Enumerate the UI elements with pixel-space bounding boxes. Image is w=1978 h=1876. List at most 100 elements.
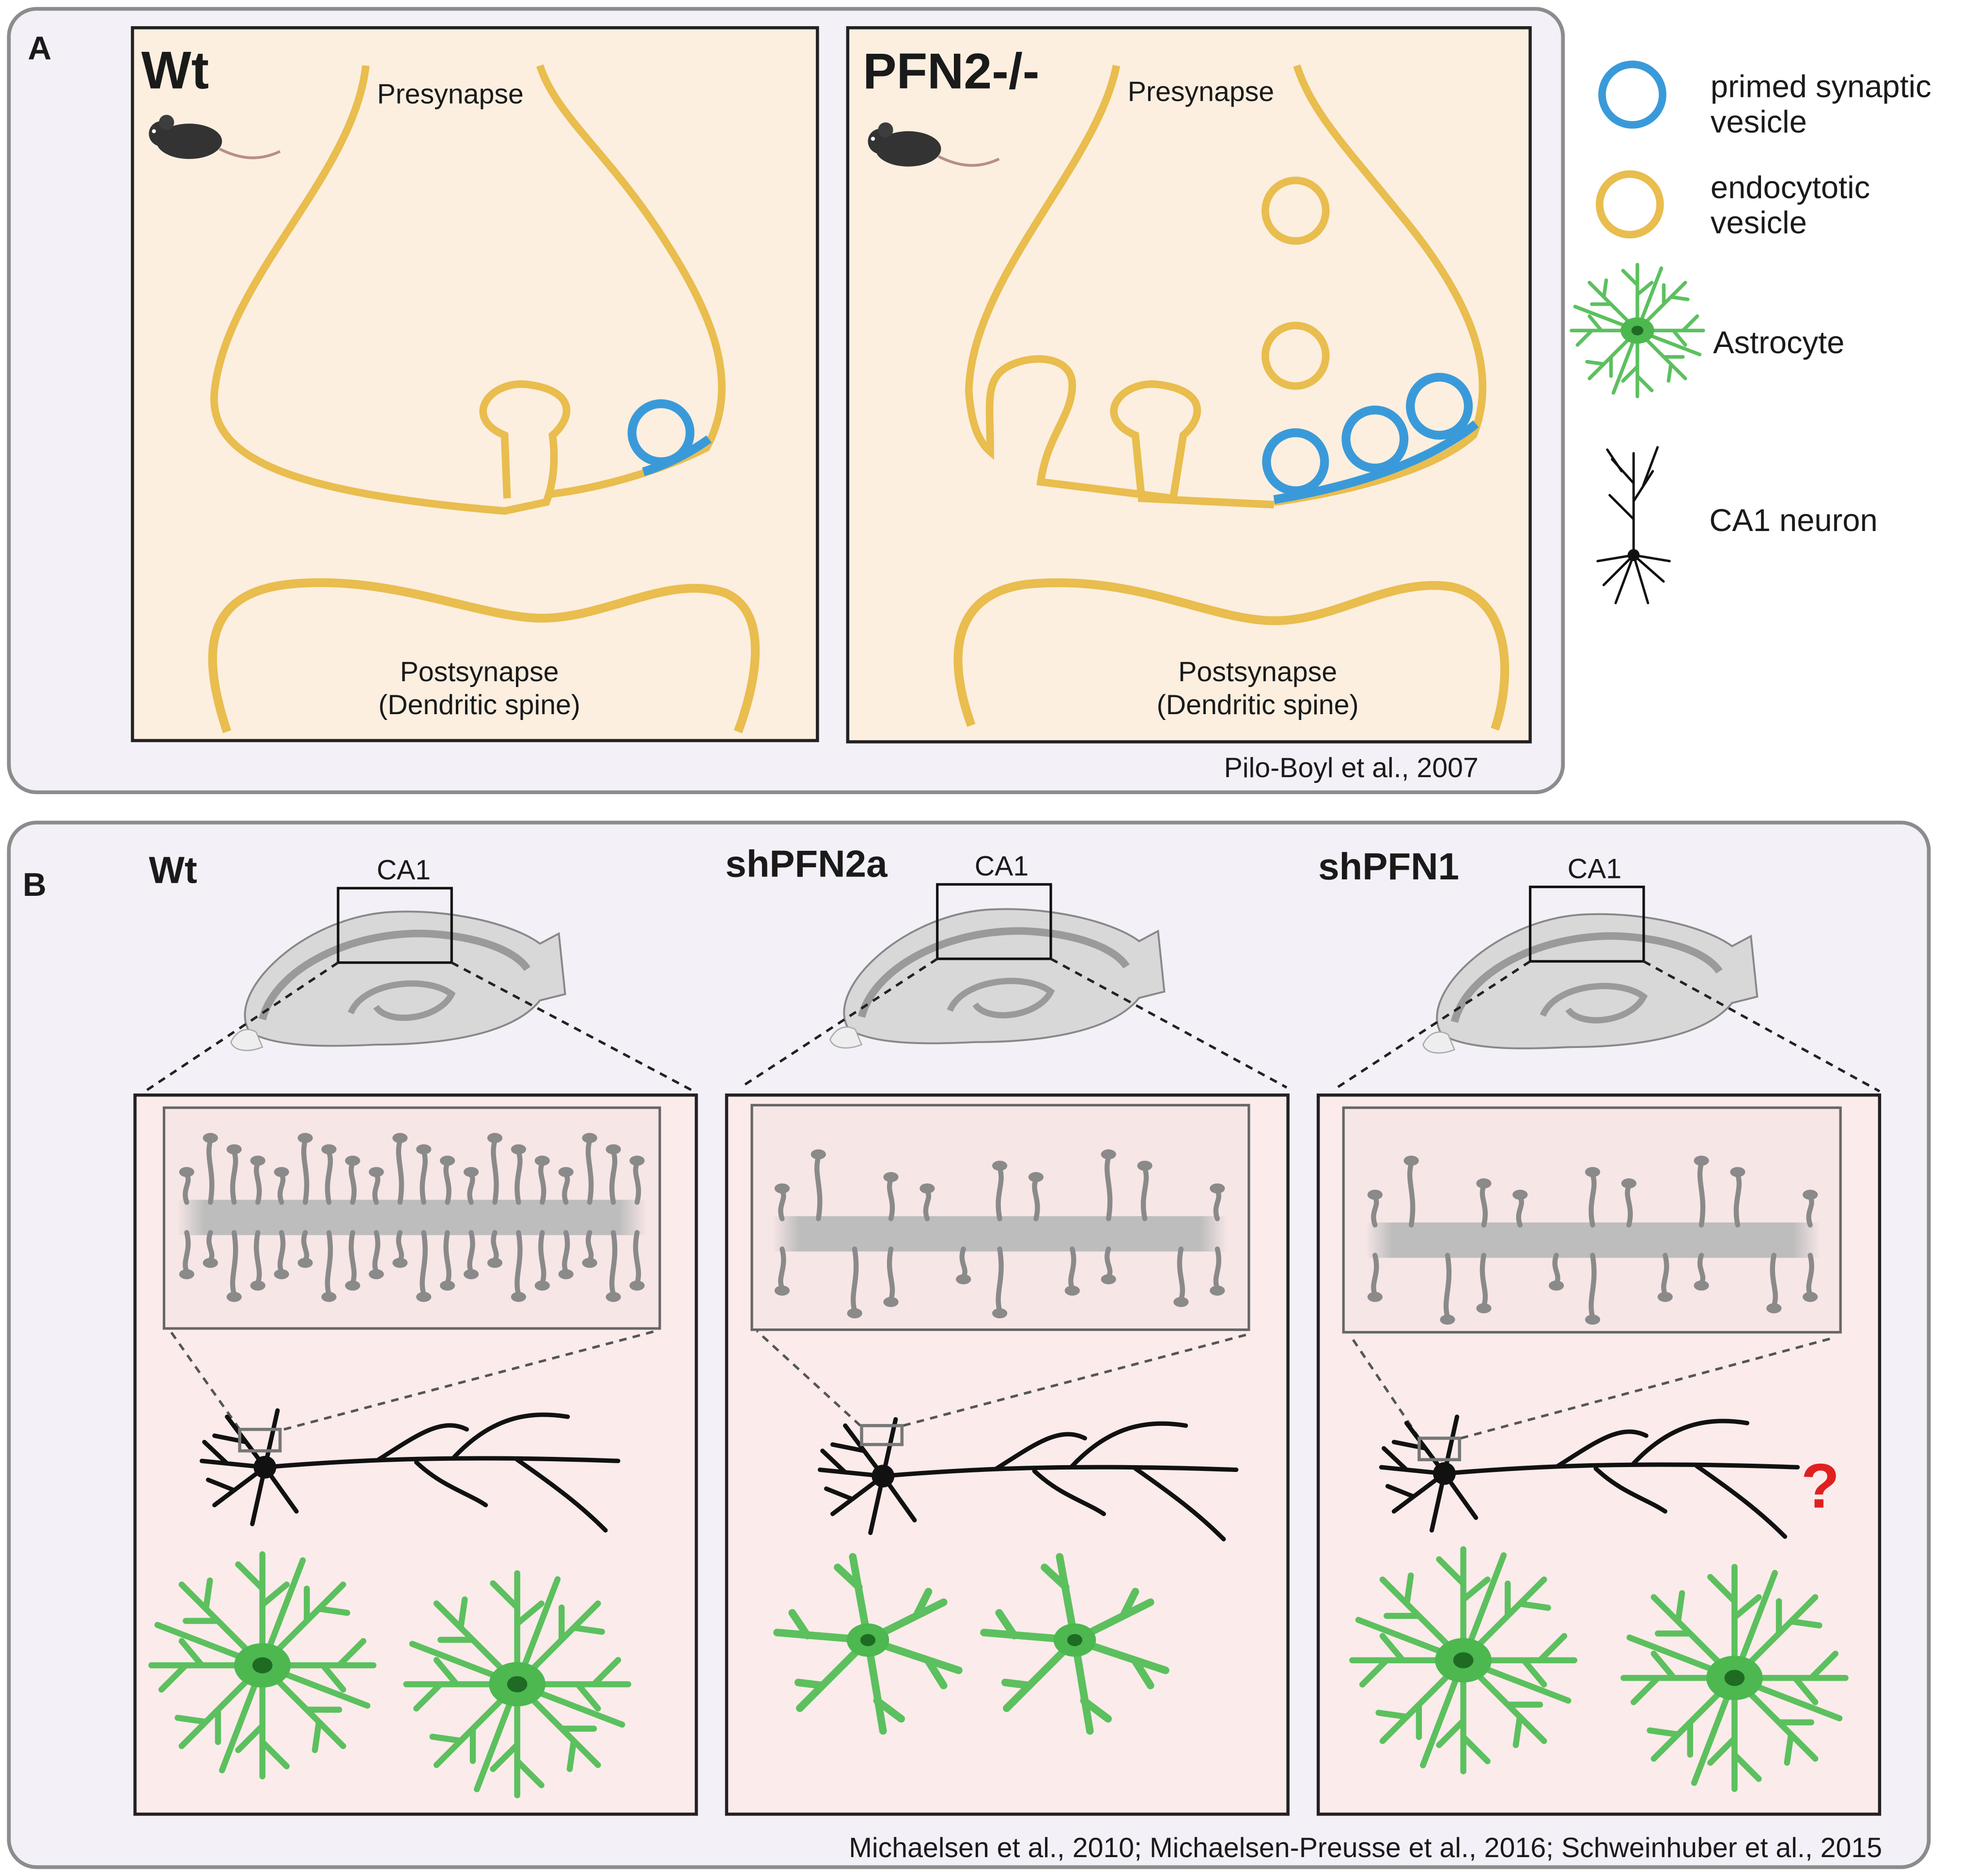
- spine-head: [487, 1258, 503, 1268]
- spine-head: [919, 1183, 935, 1194]
- legend: primed synaptic vesicle endocytotic vesi…: [1572, 60, 1931, 603]
- dendrite-spines: [1365, 1156, 1821, 1325]
- dendritic-spine: [1068, 1246, 1076, 1291]
- spine-head: [321, 1292, 337, 1302]
- dendritic-spine: [1552, 1252, 1560, 1286]
- legend-endo-label-1: endocytotic: [1711, 170, 1870, 205]
- pfn2-presynapse-membrane: [965, 64, 1275, 509]
- spine-head: [1367, 1189, 1383, 1200]
- spine-head: [250, 1280, 265, 1291]
- spine-head: [1101, 1149, 1116, 1159]
- dendritic-spine: [396, 1138, 404, 1205]
- dendritic-spine: [420, 1230, 428, 1297]
- spine-head: [629, 1156, 645, 1166]
- spine-head: [416, 1144, 432, 1155]
- panel-a: A Presynapse Postsynapse (Dendritic spin…: [7, 7, 1565, 795]
- dendritic-spine: [996, 1246, 1004, 1313]
- panel-b-letter: B: [23, 867, 47, 903]
- dendritic-spine: [1589, 1172, 1597, 1228]
- spine-head: [226, 1144, 242, 1155]
- spine-head: [606, 1292, 621, 1302]
- dendritic-spine: [372, 1230, 381, 1274]
- spine-head: [1585, 1314, 1601, 1325]
- spine-head: [1101, 1274, 1116, 1284]
- dendritic-spine: [372, 1172, 381, 1205]
- condition-title: shPFN1: [1318, 845, 1459, 888]
- dendritic-spine: [254, 1230, 262, 1286]
- dendritic-spine: [420, 1149, 428, 1205]
- spine-region-marker: [860, 1424, 904, 1446]
- spine-head: [847, 1308, 862, 1319]
- spine-head: [956, 1274, 971, 1284]
- ca1-label: CA1: [975, 851, 1028, 882]
- spine-head: [1028, 1172, 1044, 1182]
- unknown-question-mark: ?: [1801, 1451, 1840, 1521]
- spine-head: [1803, 1292, 1818, 1302]
- spine-head: [1476, 1178, 1492, 1188]
- dendritic-spine: [325, 1149, 333, 1205]
- panel-b: B Wt CA1 shPFN2a CA1: [7, 820, 1931, 1869]
- condition-shpfn2a: shPFN2a CA1: [725, 843, 1290, 1816]
- astrocyte: [406, 1573, 628, 1795]
- spine-head: [1476, 1303, 1492, 1313]
- spine-zoom-lines: [169, 1329, 656, 1431]
- dendritic-spine: [514, 1230, 523, 1297]
- spine-head: [558, 1269, 574, 1280]
- pfn2-title: PFN2-/-: [863, 43, 1039, 99]
- spine-head: [487, 1133, 503, 1143]
- spine-head: [392, 1133, 408, 1143]
- spine-head: [1064, 1285, 1080, 1296]
- spine-head: [392, 1258, 408, 1268]
- pfn2-endocytotic-vesicle-2: [1261, 321, 1330, 390]
- spine-head: [1694, 1156, 1709, 1166]
- spine-head: [202, 1258, 218, 1268]
- dendritic-spine: [491, 1138, 499, 1205]
- spine-head: [463, 1269, 479, 1280]
- astrocyte-icon: [1572, 265, 1703, 396]
- dendritic-spine: [443, 1160, 452, 1205]
- panel-a-letter: A: [28, 30, 51, 66]
- dendritic-spine: [230, 1230, 238, 1297]
- spine-head: [345, 1280, 360, 1291]
- ca1-region-box: [936, 883, 1052, 960]
- endocytotic-vesicle-icon: [1595, 170, 1664, 239]
- spine-head: [582, 1133, 597, 1143]
- dendritic-spine: [467, 1172, 475, 1205]
- ca1-label: CA1: [377, 855, 431, 886]
- spine-region-marker: [238, 1427, 282, 1453]
- dendritic-spine: [183, 1230, 191, 1274]
- zoom-lines: [743, 957, 1288, 1089]
- dendritic-spine: [301, 1230, 310, 1263]
- dendrite-shaft: [1365, 1222, 1821, 1258]
- dendritic-spine: [586, 1138, 594, 1205]
- spine-head: [274, 1269, 289, 1280]
- spine-head: [1657, 1292, 1673, 1302]
- spine-head: [1210, 1285, 1225, 1296]
- dendritic-spine: [491, 1230, 499, 1263]
- pfn2-endocytotic-vesicle-1: [1261, 176, 1330, 245]
- spine-head: [202, 1133, 218, 1143]
- spine-head: [582, 1258, 597, 1268]
- spine-head: [179, 1167, 195, 1177]
- spine-head: [1585, 1167, 1601, 1177]
- dendritic-spine: [1105, 1246, 1113, 1280]
- pfn2-postsynapse-membrane: [953, 578, 1510, 731]
- spine-head: [1548, 1280, 1564, 1291]
- spine-head: [810, 1149, 826, 1159]
- dendritic-spine: [1480, 1183, 1488, 1228]
- spine-head: [463, 1167, 479, 1177]
- spine-head: [1173, 1297, 1189, 1307]
- zoom-lines: [1336, 960, 1881, 1093]
- dendritic-spine: [562, 1172, 570, 1205]
- spine-region-marker: [1417, 1437, 1462, 1461]
- dendritic-spine: [325, 1230, 333, 1297]
- dendritic-spine: [538, 1230, 546, 1286]
- pfn2-primed-vesicle-3: [1406, 373, 1473, 440]
- dendritic-spine: [230, 1149, 238, 1205]
- dendritic-spine: [609, 1230, 618, 1297]
- spine-head: [1210, 1183, 1225, 1194]
- spine-zoom-lines: [756, 1330, 1247, 1427]
- pfn2-primed-vesicle-2: [1341, 406, 1409, 473]
- dendritic-spine: [887, 1246, 895, 1302]
- dendritic-spine: [206, 1138, 215, 1205]
